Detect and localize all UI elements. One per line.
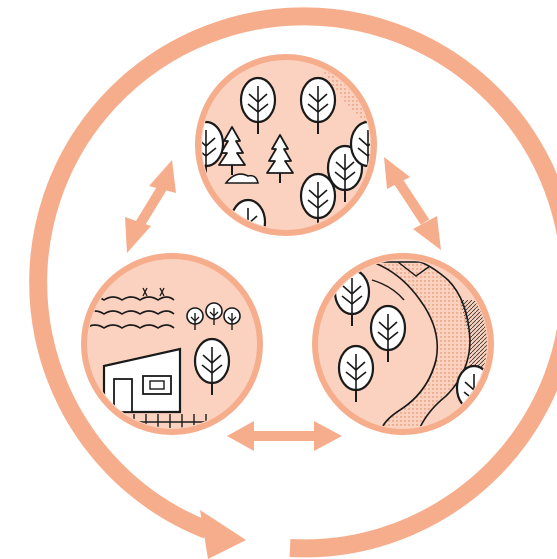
farm-landscape-icon xyxy=(81,253,263,435)
cycle-arrowhead xyxy=(200,510,246,559)
forest-landscape-icon xyxy=(195,54,377,236)
link-forest-river xyxy=(384,157,441,250)
link-farm-river xyxy=(227,421,342,451)
cycle-arrow xyxy=(29,7,557,559)
river-landscape-icon xyxy=(312,253,494,435)
link-forest-farm xyxy=(125,160,176,253)
